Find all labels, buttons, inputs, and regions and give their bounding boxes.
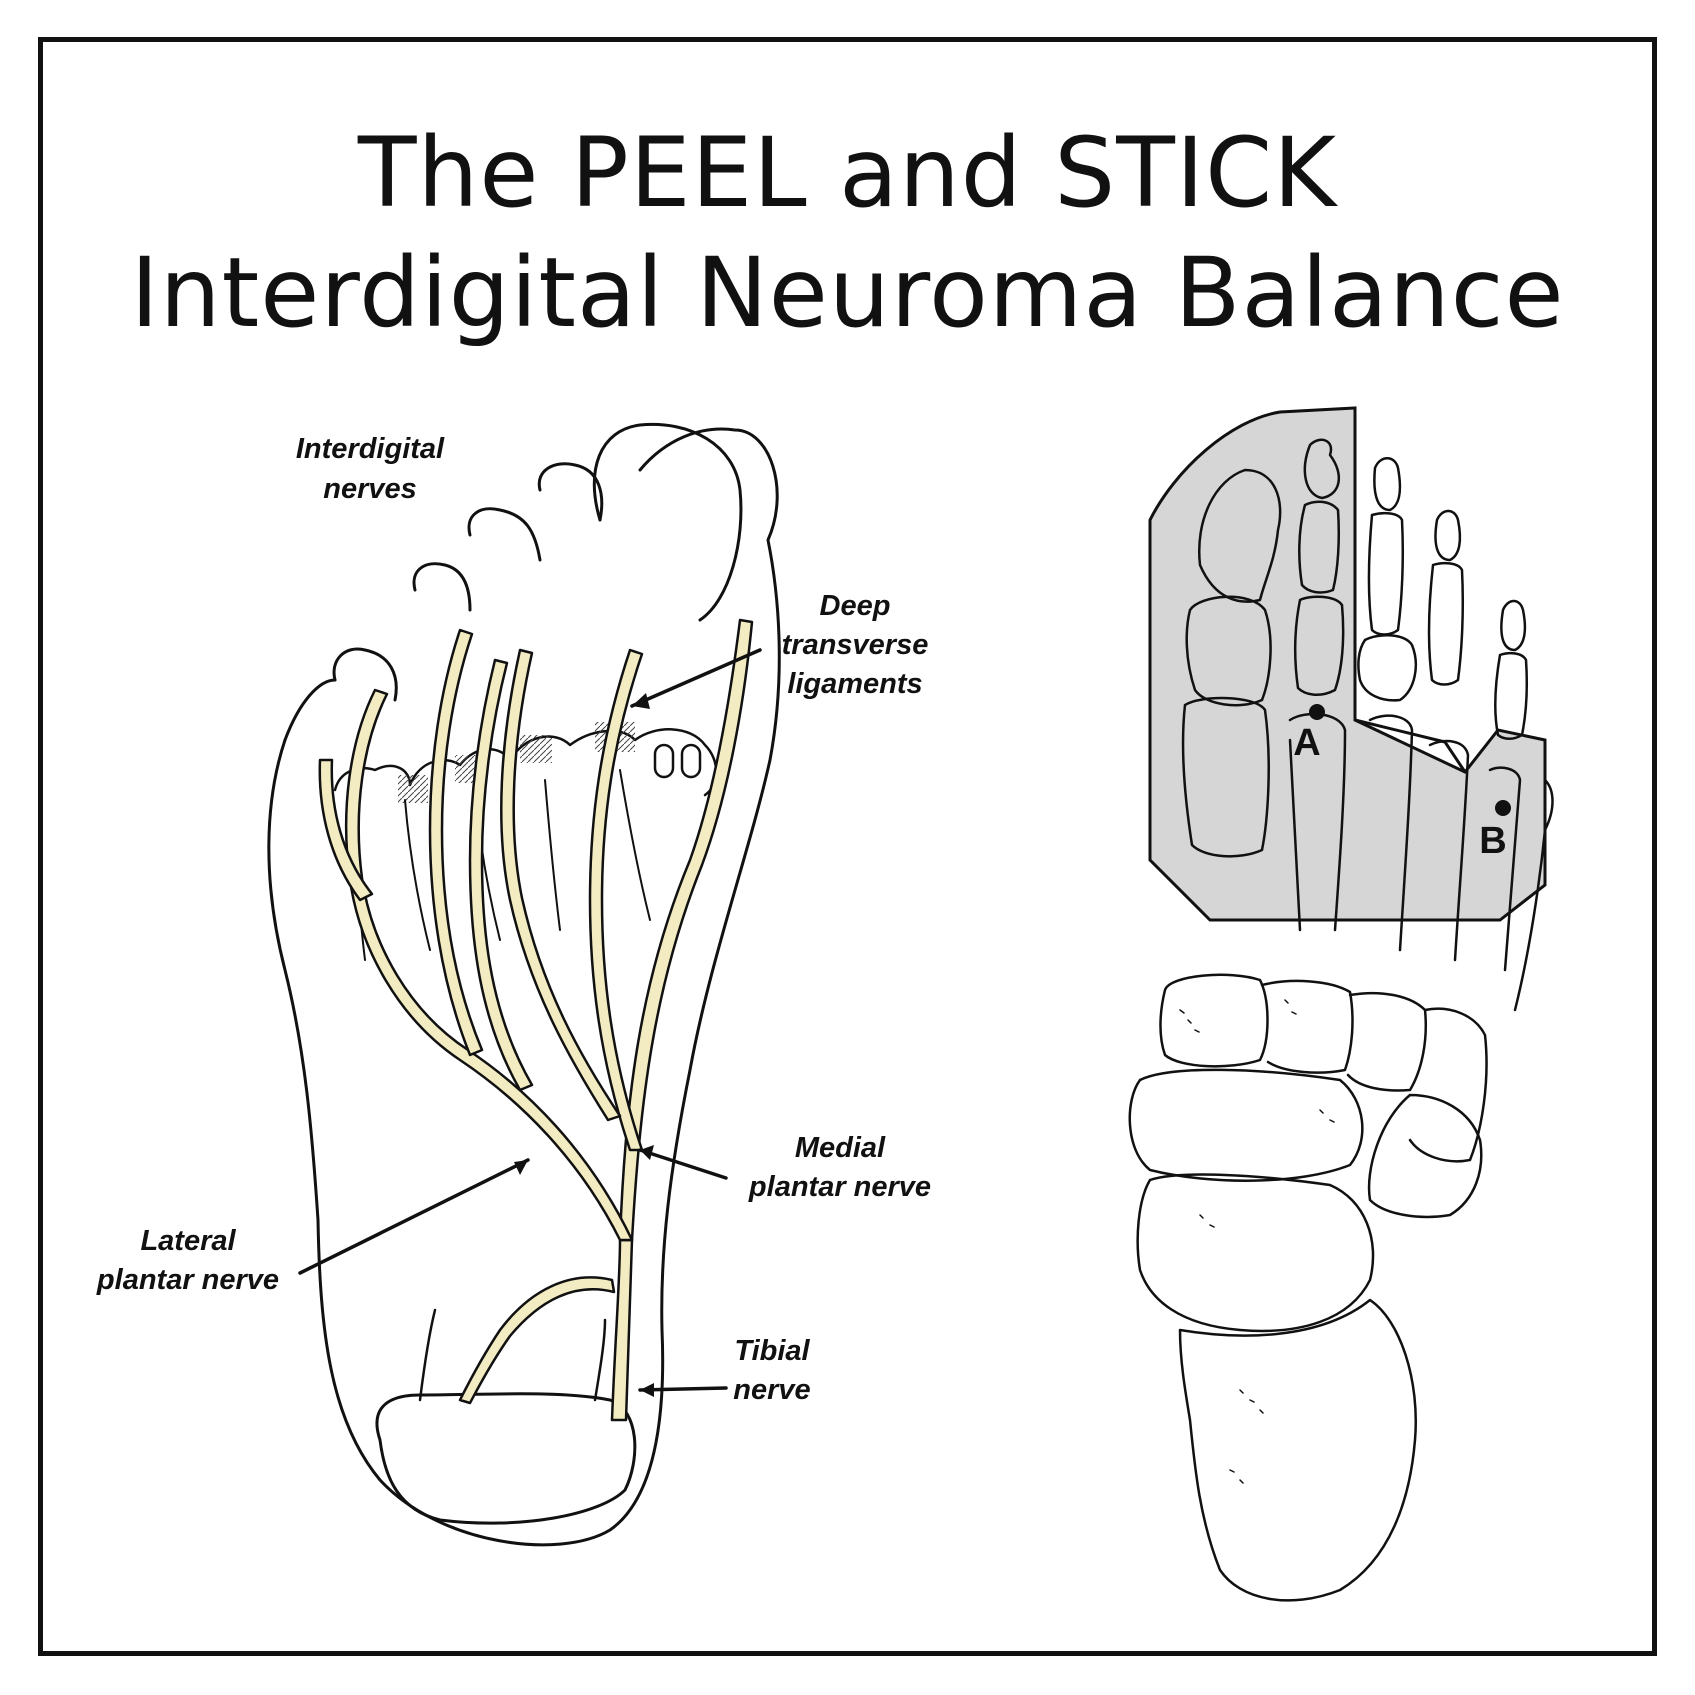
label-interdigital-nerves-2: nerves [323,473,417,505]
label-tibial-1: Tibial [734,1335,810,1367]
plantar-foot-illustration [267,422,781,1547]
label-deep-2: transverse [782,629,929,661]
marker-a: A [1293,704,1325,764]
skeletal-foot-illustration [1128,438,1554,1602]
pad-inner-edge [1354,718,1467,773]
label-lateral-1: Lateral [140,1225,236,1257]
label-medial-1: Medial [795,1132,886,1164]
label-deep-3: ligaments [787,668,922,700]
fourth-toe-outline [412,562,472,612]
calcaneal-branch [458,1276,616,1405]
cuneiforms [1159,973,1269,1068]
arrow-tibial [638,1386,728,1392]
label-interdigital-nerves-1: Interdigital [296,433,445,465]
navicular [1128,1068,1364,1182]
sesamoid-1 [653,743,675,779]
marker-a-label: A [1293,722,1320,764]
second-toe-outline [537,462,604,522]
tibial-nerve [610,1238,634,1422]
ligament-1 [398,775,428,803]
nerve-bundle [318,618,754,1422]
big-toe-outline [592,422,743,622]
title-line-2: Interdigital Neuroma Balance [130,237,1565,349]
talus [1136,1173,1375,1333]
marker-b: B [1479,800,1511,862]
sesamoid-2 [680,743,702,779]
third-toe-outline [467,507,542,562]
foot-sole-outline [267,427,781,1547]
label-deep-1: Deep [820,590,891,622]
marker-b-label: B [1479,820,1506,862]
arrow-deep-ligaments [630,648,762,708]
label-lateral-2: plantar nerve [96,1264,279,1296]
left-leader-lines [298,648,762,1392]
cuboid [1367,1093,1483,1219]
lateral-plantar-nerve [344,688,634,1242]
arrow-medial [638,1148,728,1180]
label-medial-2: plantar nerve [748,1171,931,1203]
ligament-3 [520,735,552,763]
medial-plantar-nerve [618,618,754,1242]
little-toe-outline [332,647,398,702]
heel-bone [375,1392,637,1525]
calcaneus [1178,1298,1417,1602]
left-arrowheads [514,693,654,1397]
title-line-1: The PEEL and STICK [357,117,1338,229]
image-border [38,37,1657,1656]
label-tibial-2: nerve [733,1374,810,1406]
arrow-lateral [298,1158,530,1275]
